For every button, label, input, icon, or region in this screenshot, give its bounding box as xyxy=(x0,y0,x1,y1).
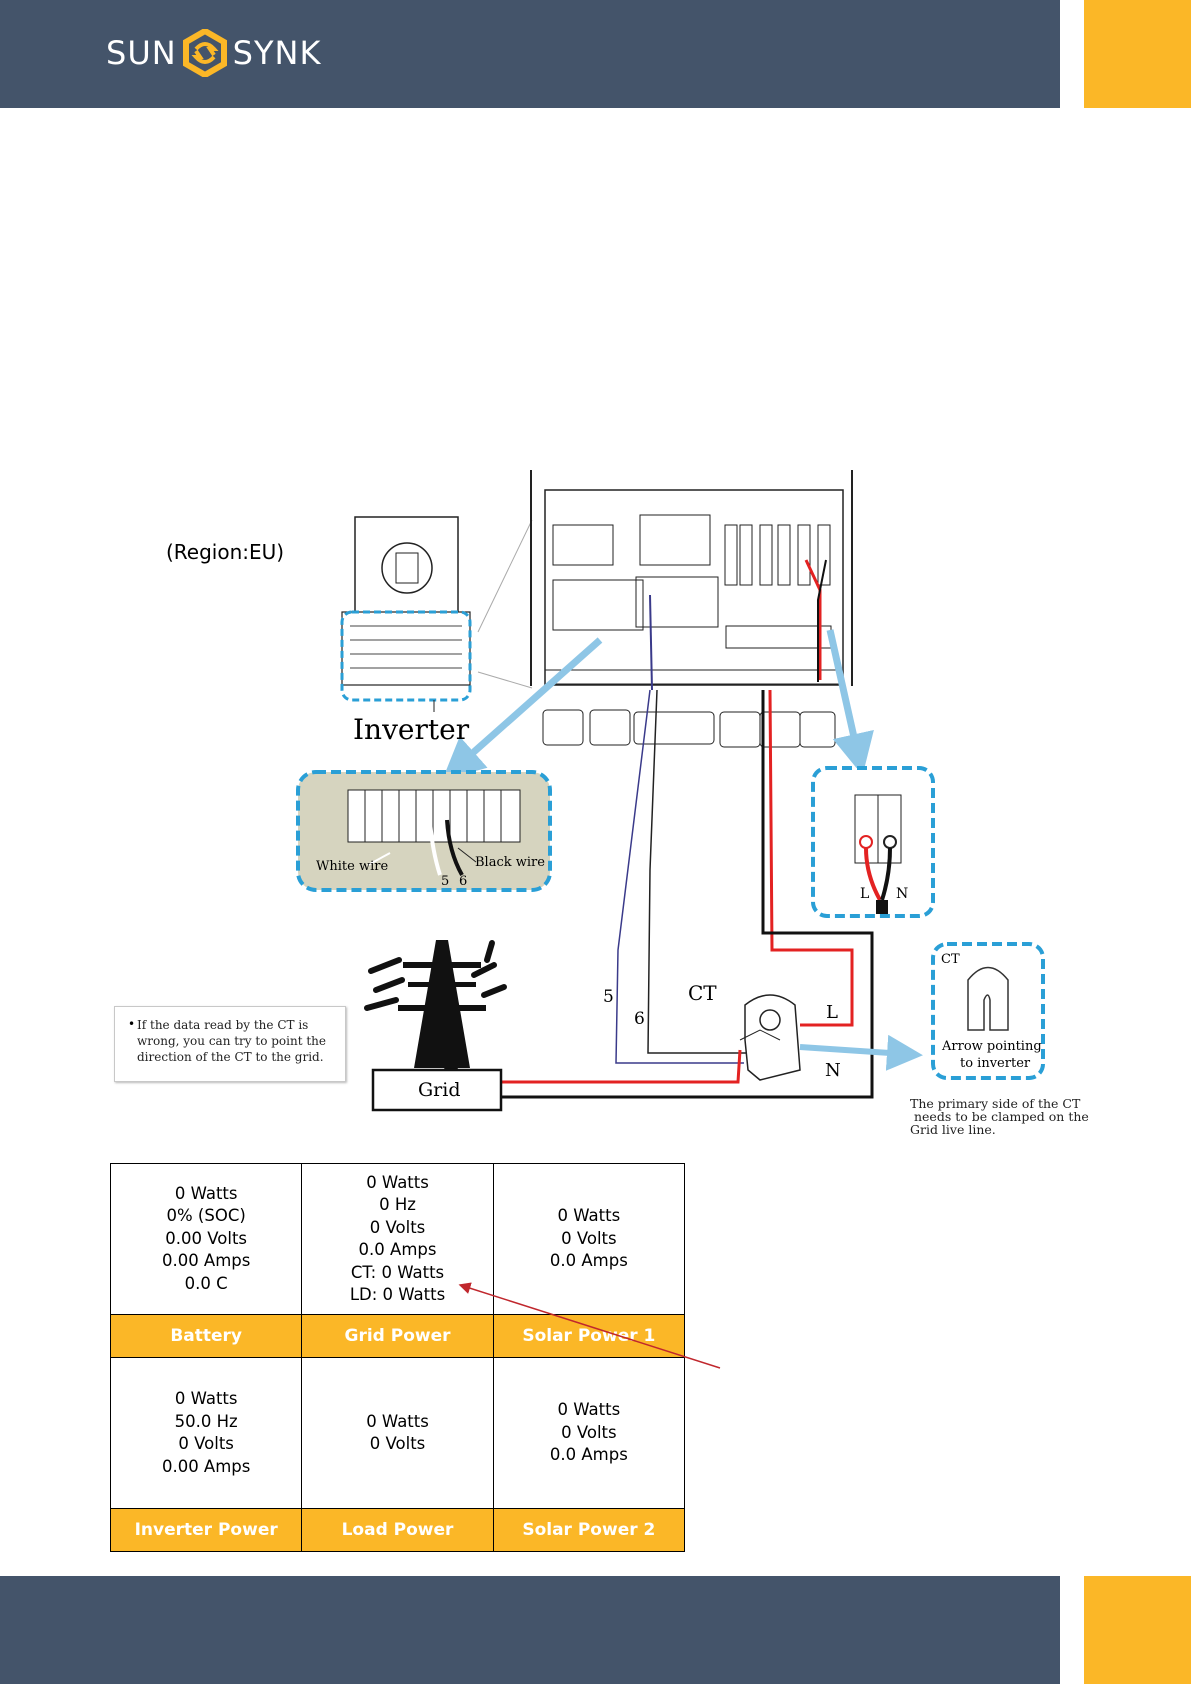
battery-label: Battery xyxy=(109,1314,303,1358)
ct-direction-note-text: If the data read by the CT is wrong, you… xyxy=(137,1018,327,1064)
grid-label: Grid xyxy=(418,1079,461,1101)
wire-5-label: 5 xyxy=(603,987,614,1007)
note-bullet-icon: • xyxy=(128,1017,136,1031)
inverter-power-reading-line: 0 Volts xyxy=(178,1434,234,1453)
ct-arrow-label-line2: to inverter xyxy=(960,1056,1031,1071)
inverter-power-readings: 0 Watts 50.0 Hz 0 Volts 0.00 Amps xyxy=(111,1388,301,1478)
inverter-power-reading-line: 50.0 Hz xyxy=(174,1411,238,1431)
ct-inset-label: CT xyxy=(941,952,960,967)
solar-power-1-reading-line: 0.0 Amps xyxy=(549,1251,628,1271)
ct-inset-callout xyxy=(931,942,1045,1080)
solar-power-1-reading-line: 0 Watts xyxy=(557,1206,621,1226)
inverter-power-reading-line: 0 Watts xyxy=(174,1389,238,1408)
region-label: (Region:EU) xyxy=(166,540,285,564)
inverter-terminal-panel xyxy=(530,470,853,748)
inverter-power-reading-line: 0.00 Amps xyxy=(161,1456,251,1476)
sunsynk-swirl-icon xyxy=(182,29,227,77)
header-accent-block xyxy=(1084,0,1191,108)
terminal-6-label: 6 xyxy=(459,874,467,889)
solar-power-1-reading-line: 0 Volts xyxy=(561,1228,617,1248)
inverter-power-label: Inverter Power xyxy=(109,1508,303,1552)
battery-reading-line: 0% (SOC) xyxy=(166,1206,246,1226)
battery-reading-line: 0 Watts xyxy=(174,1183,238,1203)
small-inverter-illustration xyxy=(340,516,472,712)
solar-power-2-label: Solar Power 2 xyxy=(492,1508,686,1552)
grid-power-reading-line: CT: 0 Watts xyxy=(350,1262,445,1282)
breaker-n-label: N xyxy=(896,886,908,902)
solar-power-2-reading-line: 0 Volts xyxy=(561,1422,617,1442)
logo-text-sun: SUN xyxy=(106,34,177,72)
ct-direction-note: • If the data read by the CT is wrong, y… xyxy=(114,1006,346,1082)
grid-power-reading-line: LD: 0 Watts xyxy=(349,1285,446,1304)
ct-clamp-illustration xyxy=(739,994,801,1081)
primary-side-note: The primary side of the CT needs to be c… xyxy=(910,1097,1090,1136)
sunsynk-logo: SUN SYNK xyxy=(106,28,321,78)
terminal-5-label: 5 xyxy=(441,874,449,889)
solar-power-2-reading-line: 0 Watts xyxy=(557,1400,621,1420)
wire-6-label: 6 xyxy=(634,1009,645,1029)
solar-power-2-reading-line: 0.0 Amps xyxy=(549,1445,628,1465)
primary-note-line3: Grid live line. xyxy=(910,1122,996,1137)
black-wire-label: Black wire xyxy=(475,855,545,870)
load-power-reading-line: 0 Volts xyxy=(369,1434,426,1453)
page-footer-band xyxy=(0,1576,1060,1684)
grid-power-reading-line: 0.0 Amps xyxy=(358,1240,437,1259)
footer-accent-block xyxy=(1084,1576,1191,1684)
load-power-readings: 0 Watts 0 Volts xyxy=(302,1411,492,1456)
breaker-l-label: L xyxy=(860,886,869,902)
white-wire-label: White wire xyxy=(316,859,388,874)
live-label: L xyxy=(826,1002,838,1023)
inverter-power-cell: 0 Watts 50.0 Hz 0 Volts 0.00 Amps xyxy=(109,1357,303,1509)
neutral-label: N xyxy=(825,1060,841,1081)
inverter-label: Inverter xyxy=(353,713,470,746)
wiring-diagram: White wire Black wire 5 6 Inverter L N C… xyxy=(296,470,1045,1112)
ct-label: CT xyxy=(688,981,717,1005)
solar-power-1-label: Solar Power 1 xyxy=(492,1314,686,1358)
load-power-cell: 0 Watts 0 Volts xyxy=(301,1357,494,1509)
grid-power-reading-line: 0 Watts xyxy=(366,1172,429,1192)
logo-text-synk: SYNK xyxy=(232,34,322,72)
grid-box xyxy=(371,1068,503,1112)
ct-arrow-label-line1: Arrow pointing xyxy=(941,1039,1042,1054)
grid-power-reading-line: 0 Volts xyxy=(369,1217,426,1237)
primary-note-line2: needs to be clamped on the xyxy=(910,1109,1089,1124)
battery-reading-line: 0.00 Amps xyxy=(161,1251,251,1271)
primary-note-line1: The primary side of the CT xyxy=(910,1096,1081,1111)
power-pylon-icon xyxy=(364,940,507,1080)
battery-reading-line: 0.0 C xyxy=(184,1273,228,1293)
grid-power-reading-line: 0 Hz xyxy=(379,1195,416,1214)
battery-reading-line: 0.00 Volts xyxy=(165,1228,248,1248)
load-power-label: Load Power xyxy=(301,1508,494,1552)
load-power-reading-line: 0 Watts xyxy=(366,1411,429,1431)
page-header-band xyxy=(0,0,1060,108)
grid-power-label: Grid Power xyxy=(301,1314,494,1358)
